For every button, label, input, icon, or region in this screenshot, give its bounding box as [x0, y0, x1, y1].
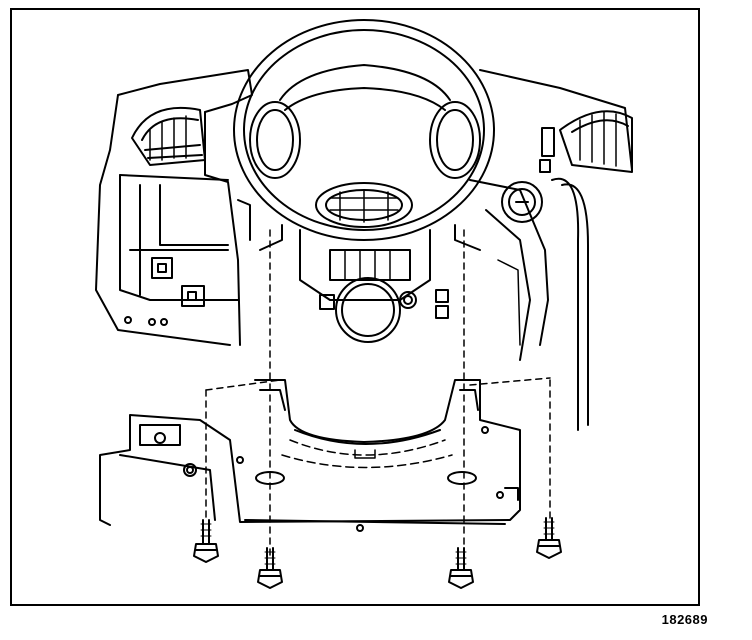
figure-number: 182689	[661, 612, 708, 627]
illustration-frame	[10, 8, 700, 606]
right-side-trim	[485, 177, 589, 431]
ignition-switch	[501, 181, 543, 223]
right-air-vent	[539, 110, 633, 173]
mounting-bolt-4	[536, 517, 562, 559]
mounting-bolt-3	[448, 547, 474, 589]
mounting-bolt-1	[193, 519, 219, 563]
knee-bolster-bracket	[99, 379, 521, 532]
alignment-guides	[205, 229, 551, 561]
steering-column	[259, 224, 481, 343]
mounting-bolt-2	[257, 547, 283, 589]
left-air-vent	[131, 106, 206, 166]
steering-wheel	[233, 19, 495, 256]
